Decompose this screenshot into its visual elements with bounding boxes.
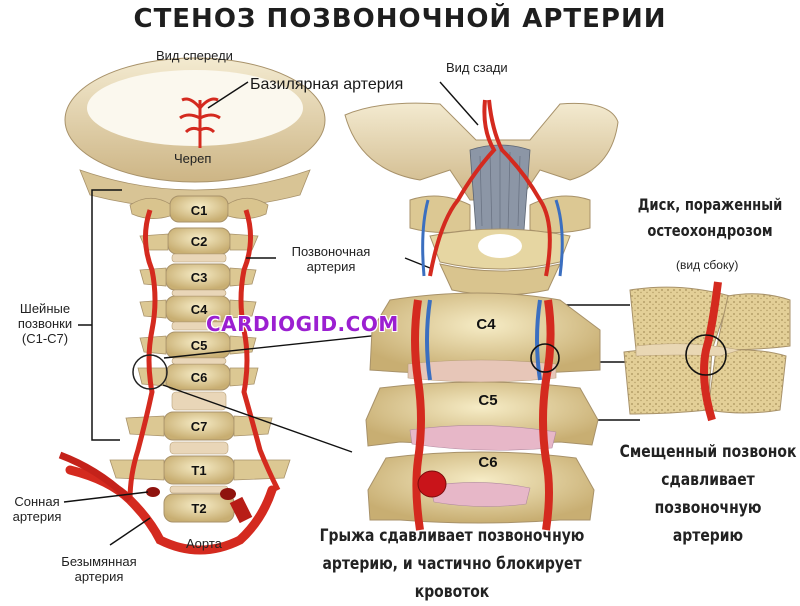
back-view-label: Вид сзади (446, 60, 508, 75)
skull-label: Череп (174, 151, 212, 166)
basilar-artery-label: Базилярная артерия (250, 76, 404, 93)
disc-osteochondrosis-label: Диск, пораженный остеохондрозом (637, 195, 783, 240)
vertebra-c6: C6 (190, 370, 208, 385)
detail-vertebra-c6: C6 (478, 454, 498, 471)
aorta-label: Аорта (186, 536, 222, 551)
vertebra-c1: C1 (190, 203, 208, 218)
front-view-spine (58, 195, 291, 555)
displaced-vertebra-label: Смещенный позвонок сдавливает позвоночну… (619, 442, 797, 546)
vertebra-c5: C5 (190, 338, 208, 353)
innominate-artery-label: Безымянная артерия (61, 554, 137, 584)
detail-vertebra-c4: C4 (476, 316, 496, 333)
vertebral-artery-label: Позвоночная артерия (291, 244, 371, 274)
detail-vertebra-c5: C5 (478, 392, 498, 409)
back-view-skull (344, 99, 619, 296)
vertebra-c4: C4 (190, 302, 208, 317)
side-view-label: (вид сбоку) (676, 258, 739, 272)
hernia-label: Грыжа сдавливает позвоночную артерию, и … (319, 526, 585, 602)
vertebra-t2: T2 (191, 501, 207, 516)
vertebra-c2: C2 (190, 234, 208, 249)
front-view-label: Вид спереди (156, 48, 233, 63)
cervical-bracket (78, 189, 122, 441)
page-title: СТЕНОЗ ПОЗВОНОЧНОЙ АРТЕРИИ (133, 4, 667, 34)
detail-cervical-segment (365, 292, 601, 531)
carotid-artery-label: Сонная артерия (12, 494, 62, 524)
side-view-disc (623, 281, 791, 422)
cervical-vertebrae-label: Шейные позвонки (С1-С7) (17, 301, 73, 346)
vertebra-t1: T1 (191, 463, 207, 478)
vertebra-c3: C3 (190, 270, 208, 285)
watermark-logo: CARDIOGID.COM (206, 312, 399, 336)
vertebra-c7: C7 (190, 419, 208, 434)
